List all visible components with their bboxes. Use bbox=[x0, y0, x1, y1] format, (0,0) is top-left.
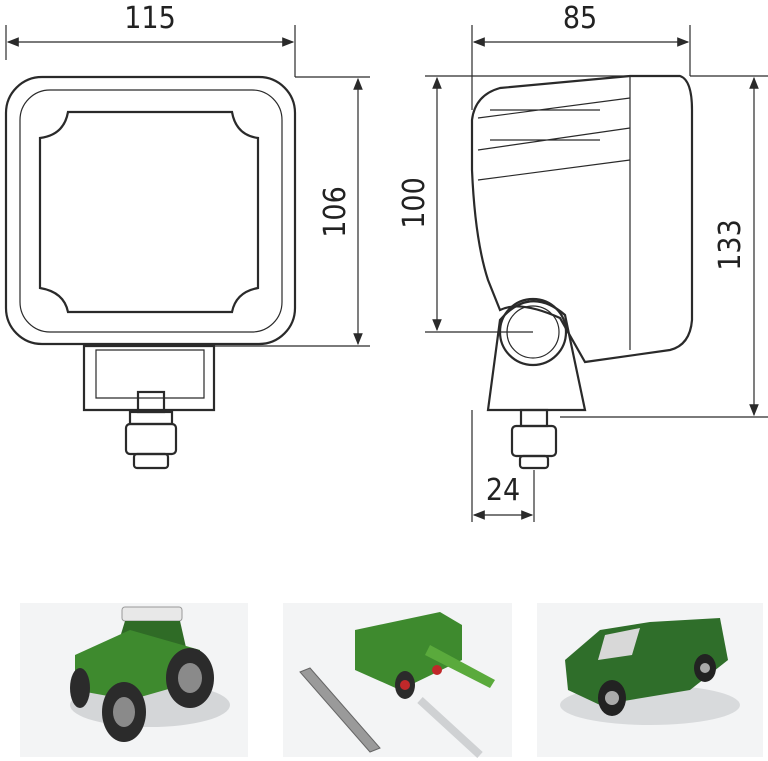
offset-dimension-24: 24 bbox=[471, 410, 535, 522]
height-dimension-100: 100 bbox=[397, 75, 630, 333]
height-dimension-133: 133 bbox=[560, 75, 768, 418]
dim-100-label: 100 bbox=[397, 177, 432, 229]
side-view bbox=[470, 74, 694, 470]
depth-dimension-85: 85 bbox=[471, 1, 691, 110]
dim-133-label: 133 bbox=[713, 219, 748, 271]
combine-harvester-image bbox=[283, 603, 512, 758]
width-dimension-115: 115 bbox=[5, 1, 296, 77]
front-view bbox=[4, 75, 297, 470]
dim-115-label: 115 bbox=[124, 1, 176, 36]
dim-24-label: 24 bbox=[486, 473, 520, 508]
pickup-truck-image bbox=[537, 603, 763, 757]
tractor-image bbox=[20, 603, 248, 757]
dim-85-label: 85 bbox=[563, 1, 597, 36]
height-dimension-106: 106 bbox=[200, 76, 370, 347]
dim-106-label: 106 bbox=[318, 186, 353, 238]
